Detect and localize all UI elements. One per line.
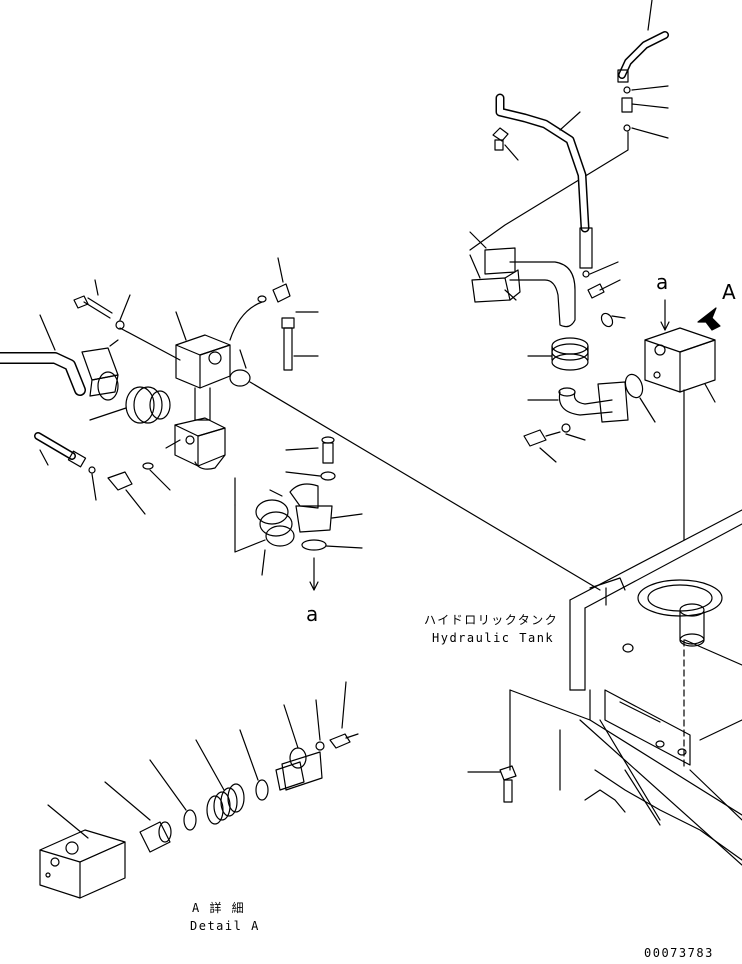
detail-a-parts xyxy=(39,681,359,899)
elbow-fitting-top xyxy=(492,127,519,161)
tank-label-japanese: ハイドロリックタンク xyxy=(424,613,559,627)
hose-assembly-left-bottom xyxy=(34,432,171,515)
left-pipe-tee xyxy=(81,339,119,401)
hydraulic-tank xyxy=(509,509,742,866)
tube-elbow-right xyxy=(527,373,656,423)
hose-clamp-right xyxy=(527,337,589,371)
elbow-fitting-left xyxy=(229,257,319,387)
clamp-lower-left xyxy=(234,477,295,576)
drawing-number: 00073783 xyxy=(644,946,714,960)
pipe-bracket xyxy=(469,231,576,328)
curved-hose xyxy=(495,93,619,278)
left-hose xyxy=(0,314,86,396)
view-a-label: A xyxy=(722,280,736,304)
detail-label-english: Detail A xyxy=(190,919,260,933)
valve-block-left xyxy=(119,311,231,470)
elbow-flange-lower xyxy=(285,436,363,591)
upper-hose xyxy=(469,0,669,251)
bolt-right xyxy=(523,423,586,463)
detail-label-japanese: A 詳 細 xyxy=(192,901,246,915)
valve-block-a xyxy=(644,299,721,541)
bolt-left xyxy=(73,279,131,330)
callout-a-mid: a xyxy=(306,602,319,626)
clamp-left xyxy=(89,386,171,424)
callout-a-top: a xyxy=(656,270,669,294)
tank-bolt xyxy=(467,765,517,803)
tank-label-english: Hydraulic Tank xyxy=(432,631,555,645)
elbow-fitting-mid xyxy=(587,279,626,328)
leader-to-tank xyxy=(249,381,601,591)
